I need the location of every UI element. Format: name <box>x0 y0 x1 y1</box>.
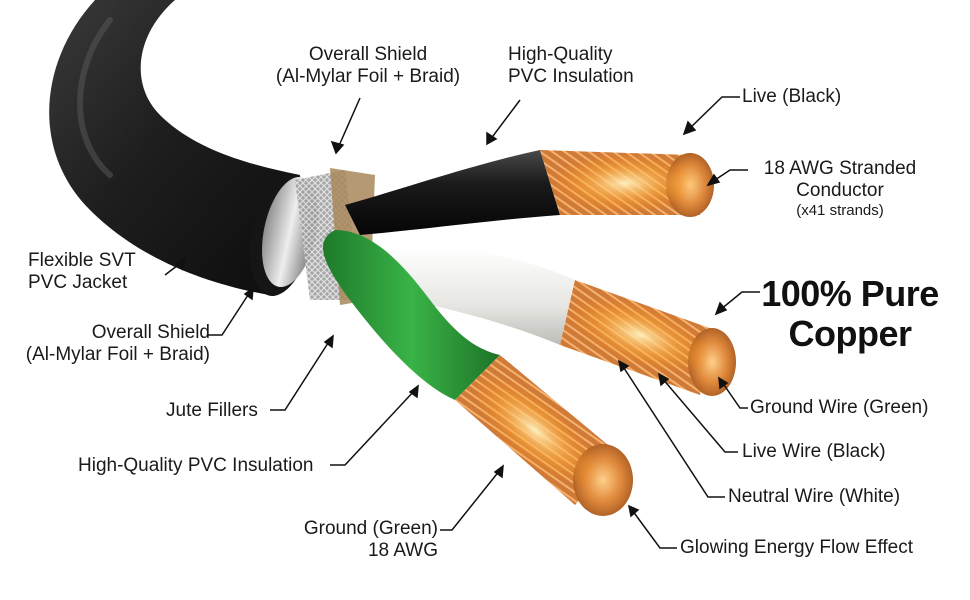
label-pure-copper-line2: Copper <box>788 313 913 354</box>
label-shield-top-line1: Overall Shield <box>308 44 428 65</box>
arrow-head <box>243 286 254 301</box>
label-jacket-line1: Flexible SVT <box>28 250 136 271</box>
arrow-head <box>627 504 640 518</box>
arrow-live-wire <box>661 377 738 453</box>
label-neutral-wire: Neutral Wire (White) <box>728 486 900 508</box>
label-conductor: 18 AWG Stranded Conductor (x41 strands) <box>746 158 934 220</box>
label-shield-top-line2: (Al-Mylar Foil + Braid) <box>275 66 461 87</box>
label-ground-wire-text: Ground Wire (Green) <box>750 397 929 418</box>
label-pvc-top-line2: PVC Insulation <box>508 66 634 87</box>
arrow-head <box>330 140 345 155</box>
arrow-head <box>408 384 419 399</box>
label-live-wire-text: Live Wire (Black) <box>742 441 886 462</box>
arrow-head <box>706 173 721 187</box>
label-ground-green-line2: 18 AWG <box>367 540 438 561</box>
label-ground-green: Ground (Green) 18 AWG <box>268 518 438 562</box>
arrow-head <box>657 372 670 387</box>
label-jacket: Flexible SVT PVC Jacket <box>28 250 136 294</box>
arrow-head <box>617 359 630 373</box>
arrow-pure-copper <box>719 291 760 311</box>
arrow-conductor <box>711 169 748 183</box>
label-neutral-wire-text: Neutral Wire (White) <box>728 486 901 507</box>
label-conductor-line1: 18 AWG Stranded <box>763 158 917 179</box>
arrow-shield-left <box>208 291 251 336</box>
arrow-head <box>682 120 697 136</box>
label-ground-wire: Ground Wire (Green) <box>750 397 928 419</box>
label-live-wire: Live Wire (Black) <box>742 441 886 463</box>
arrow-head <box>175 256 188 271</box>
label-live-black: Live (Black) <box>742 86 841 108</box>
label-live-black-text: Live (Black) <box>742 86 842 107</box>
arrow-head <box>714 301 728 316</box>
arrow-shield-top <box>337 97 361 149</box>
label-glowing: Glowing Energy Flow Effect <box>680 537 913 559</box>
label-pvc-left: High-Quality PVC Insulation <box>78 455 314 477</box>
arrow-jute <box>270 339 331 411</box>
label-jute-text: Jute Fillers <box>166 400 258 421</box>
label-shield-top: Overall Shield (Al-Mylar Foil + Braid) <box>268 44 468 88</box>
arrow-pvc-top <box>489 99 521 141</box>
arrow-ground-wire <box>721 381 748 409</box>
label-jacket-line2: PVC Jacket <box>28 272 128 293</box>
leader-lines <box>164 96 760 549</box>
arrow-pvc-left <box>330 389 416 466</box>
green-wire <box>323 230 633 516</box>
label-jute: Jute Fillers <box>166 400 258 422</box>
label-pure-copper: 100% Pure Copper <box>760 274 940 354</box>
arrow-head <box>323 334 334 349</box>
label-shield-left-line2: (Al-Mylar Foil + Braid) <box>25 344 210 365</box>
arrow-head <box>718 376 729 390</box>
arrow-head <box>486 131 498 146</box>
white-wire <box>370 246 736 396</box>
arrow-head <box>493 464 504 479</box>
label-shield-left: Overall Shield (Al-Mylar Foil + Braid) <box>20 322 210 366</box>
arrow-glowing <box>631 509 677 549</box>
label-glowing-text: Glowing Energy Flow Effect <box>680 537 914 558</box>
label-pure-copper-line1: 100% Pure <box>761 273 939 314</box>
arrow-ground-green <box>440 469 501 531</box>
label-pvc-top: High-Quality PVC Insulation <box>508 44 634 88</box>
arrow-live-black <box>687 96 740 131</box>
arrow-neutral-wire <box>621 364 725 498</box>
label-pvc-top-line1: High-Quality <box>508 44 613 65</box>
label-ground-green-line1: Ground (Green) <box>303 518 438 539</box>
label-shield-left-line1: Overall Shield <box>91 322 210 343</box>
label-conductor-line3: (x41 strands) <box>796 202 884 219</box>
black-wire <box>345 150 714 235</box>
label-pvc-left-text: High-Quality PVC Insulation <box>78 455 314 476</box>
label-conductor-line2: Conductor <box>796 180 884 201</box>
